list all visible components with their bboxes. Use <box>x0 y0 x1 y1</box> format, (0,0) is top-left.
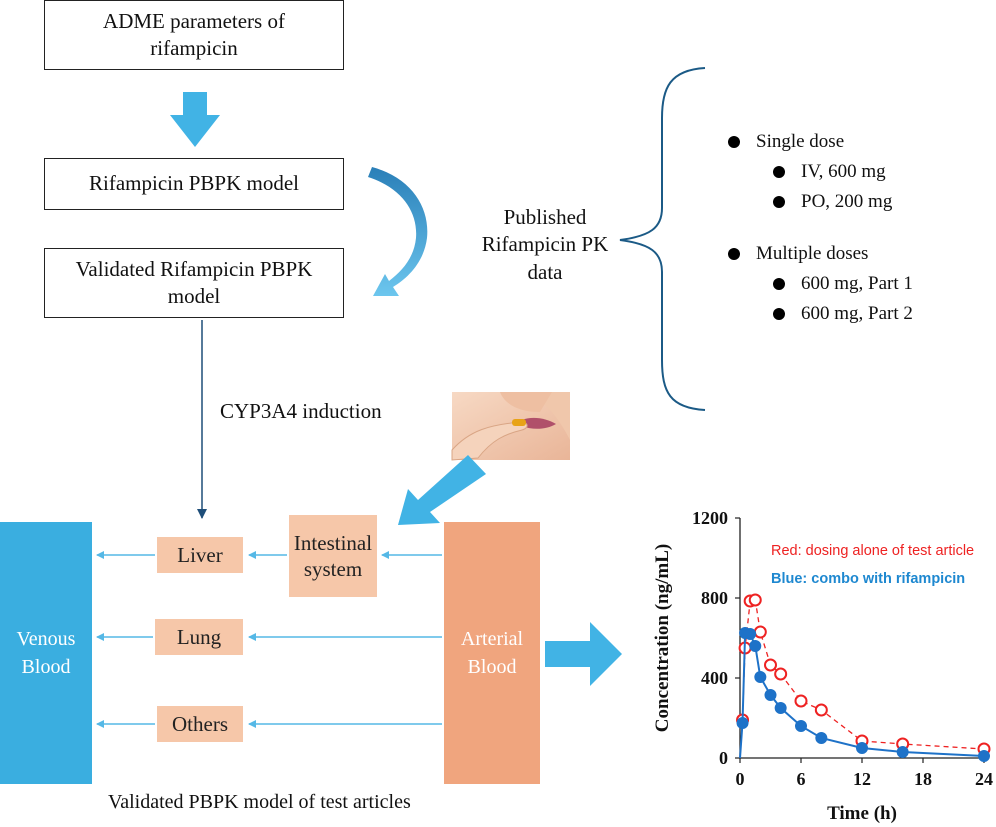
adme-parameters-box: ADME parameters of rifampicin <box>44 0 344 70</box>
rifampicin-pbpk-model-box: Rifampicin PBPK model <box>44 158 344 210</box>
single-dose-sublist: IV, 600 mg PO, 200 mg <box>773 157 892 217</box>
red-data-point <box>794 694 808 708</box>
liver-label: Liver <box>177 542 223 567</box>
y-tick-label: 0 <box>719 748 728 768</box>
intestinal-system-box: Intestinal system <box>289 515 377 597</box>
single-dose-list: Single dose <box>728 127 844 157</box>
oral-dosing-illustration <box>451 392 570 461</box>
multiple-doses-list: Multiple doses <box>728 239 868 269</box>
x-tick-label: 0 <box>736 769 745 789</box>
oral-intake-arrow <box>398 455 486 525</box>
intestinal-system-label: Intestinal system <box>293 530 373 581</box>
to-chart-block-arrow <box>545 622 622 686</box>
others-box: Others <box>157 706 243 742</box>
blue-data-point <box>978 750 990 762</box>
red-data-point <box>764 658 777 672</box>
y-tick-label: 1200 <box>692 508 728 528</box>
multiple-doses-sublist: 600 mg, Part 1 600 mg, Part 2 <box>773 269 913 329</box>
list-item: 600 mg, Part 2 <box>773 299 913 329</box>
others-label: Others <box>172 711 228 736</box>
curly-brace <box>619 67 706 411</box>
x-tick-label: 12 <box>853 769 871 789</box>
pbpk-caption: Validated PBPK model of test articles <box>108 791 411 813</box>
lung-box: Lung <box>155 619 243 655</box>
blue-data-point <box>856 742 868 754</box>
venous-blood-block: Venous Blood <box>0 522 92 784</box>
arterial-blood-label: Arterial Blood <box>460 628 524 678</box>
blue-data-point <box>749 640 762 652</box>
curved-arrow <box>368 167 428 296</box>
x-tick-label: 18 <box>914 769 932 789</box>
arterial-blood-block: Arterial Blood <box>444 522 540 784</box>
validated-rifampicin-model-box: Validated Rifampicin PBPK model <box>44 248 344 318</box>
blue-data-point <box>815 732 828 744</box>
x-tick-label: 24 <box>975 769 993 789</box>
blue-data-point <box>736 717 749 729</box>
red-data-point <box>748 593 762 607</box>
validated-rifampicin-model-label: Validated Rifampicin PBPK model <box>75 256 313 308</box>
liver-box: Liver <box>157 537 243 573</box>
blue-data-point <box>754 671 767 683</box>
blue-data-point <box>744 628 757 640</box>
single-dose-item: Single dose <box>728 127 844 157</box>
blue-data-point <box>896 746 909 758</box>
y-tick-label: 800 <box>701 588 728 608</box>
rifampicin-pbpk-model-label: Rifampicin PBPK model <box>89 171 299 196</box>
red-data-point <box>753 625 767 639</box>
venous-blood-label: Venous Blood <box>16 628 76 678</box>
y-tick-label: 400 <box>701 668 728 688</box>
list-item: PO, 200 mg <box>773 187 892 217</box>
blue-series-annotation: Blue: combo with rifampicin <box>771 571 965 587</box>
blue-data-point <box>795 720 807 732</box>
x-axis-label: Time (h) <box>827 803 897 824</box>
lung-label: Lung <box>176 624 222 649</box>
adme-parameters-label: ADME parameters of rifampicin <box>103 8 285 60</box>
cyp3a4-induction-label: CYP3A4 induction <box>220 399 382 423</box>
red-data-point <box>814 703 828 717</box>
red-data-point <box>774 667 788 681</box>
list-item: 600 mg, Part 1 <box>773 269 913 299</box>
blue-data-point <box>764 689 777 701</box>
blue-data-point <box>774 702 787 714</box>
down-block-arrow <box>170 92 220 147</box>
y-axis-label: Concentration (ng/mL) <box>652 544 673 732</box>
x-tick-label: 6 <box>797 769 806 789</box>
published-pk-data-label: Published Rifampicin PK data <box>481 205 609 284</box>
red-series-annotation: Red: dosing alone of test article <box>771 543 974 559</box>
list-item: IV, 600 mg <box>773 157 892 187</box>
multiple-doses-item: Multiple doses <box>728 239 868 269</box>
